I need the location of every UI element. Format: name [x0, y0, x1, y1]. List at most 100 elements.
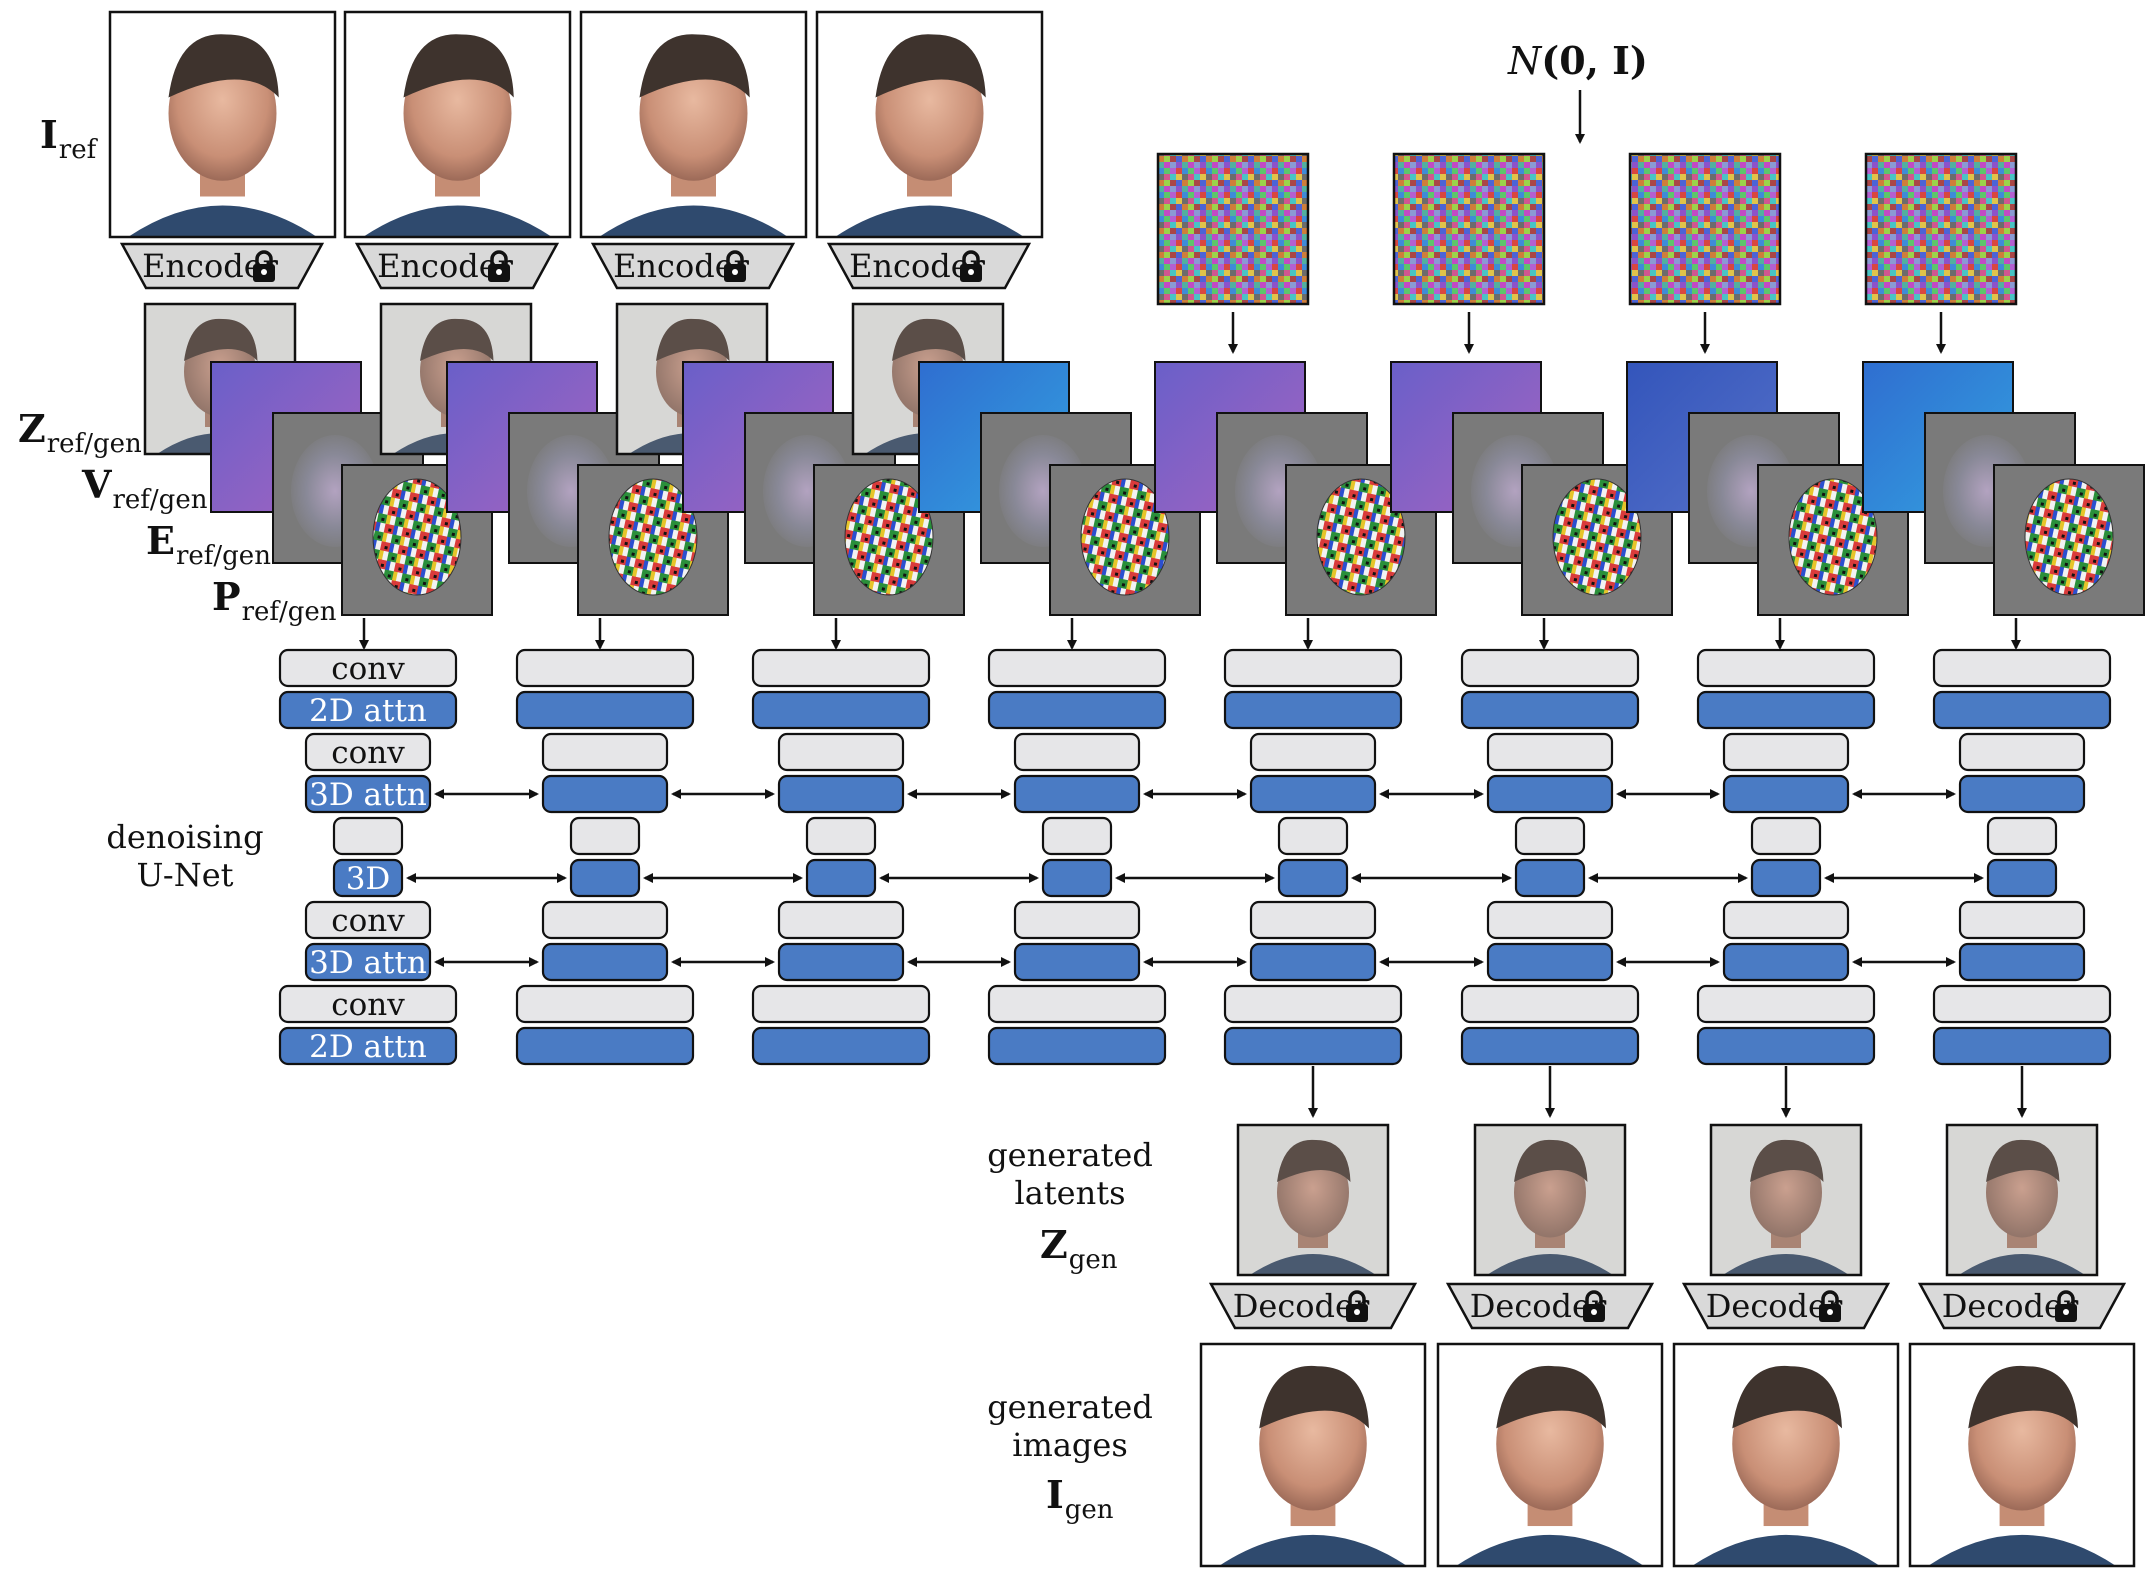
unet-conv-block-5 [1277, 816, 1349, 856]
reference-image-3 [579, 10, 808, 239]
shirt-shape [363, 205, 552, 237]
noise-latent-1 [1156, 152, 1310, 306]
shirt-shape [1927, 1534, 2117, 1566]
shirt-shape [1487, 1254, 1613, 1275]
unet-attn-block-6 [1277, 858, 1349, 898]
unet-attn-block-2 [751, 690, 931, 730]
hair-shape [1277, 1139, 1351, 1182]
unet-block-label-2: 2D attn [309, 693, 427, 729]
unet-conv-block-3 [1722, 732, 1850, 772]
checker-head-shape [608, 478, 698, 596]
photo-frame [815, 10, 1044, 239]
unet-attn-block-6 [1986, 858, 2058, 898]
reference-image-2 [343, 10, 572, 239]
unet-attn-block-10 [751, 1026, 931, 1066]
unet-conv-block-1 [751, 648, 931, 688]
unet-attn-block-10 [1696, 1026, 1876, 1066]
unet-conv-block-1 [987, 648, 1167, 688]
unet-block-label-1: conv [331, 651, 405, 687]
checker-head-shape [372, 478, 462, 596]
hair-shape [403, 34, 514, 98]
checker-head-shape [844, 478, 934, 596]
hair-shape [184, 318, 258, 361]
unet-attn-block-6 [1514, 858, 1586, 898]
photo-frame [1199, 1342, 1427, 1568]
unet-attn-block-4 [1013, 774, 1141, 814]
unet-attn-block-10 [1223, 1026, 1403, 1066]
unet-column-5 [1223, 648, 1403, 1066]
unet-conv-block-7 [1486, 900, 1614, 940]
unet-attn-block-4 [1958, 774, 2086, 814]
unet-conv-block-5 [1514, 816, 1586, 856]
photo-frame [1945, 1123, 2099, 1277]
photo-frame [1709, 1123, 1863, 1277]
unet-attn-block-10 [515, 1026, 695, 1066]
unet-attn-block-6 [569, 858, 641, 898]
unet-column-3 [751, 648, 931, 1066]
shirt-shape [1723, 1254, 1849, 1275]
hair-shape [1968, 1365, 2078, 1429]
photo-frame [1236, 1123, 1390, 1277]
unet-attn-block-4 [777, 774, 905, 814]
encoder-4: Encoder [826, 242, 1032, 290]
unet-conv-block-9 [751, 984, 931, 1024]
unet-conv-block-9 [515, 984, 695, 1024]
hair-shape [639, 34, 750, 98]
shirt-shape [1691, 1534, 1881, 1566]
unet-conv-block-5 [569, 816, 641, 856]
unet-attn-block-8 [304, 942, 432, 982]
unet-attn-block-4 [1722, 774, 1850, 814]
hair-shape [1259, 1365, 1369, 1429]
photo-frame [108, 10, 337, 239]
shirt-shape [1959, 1254, 2085, 1275]
unet-attn-block-4 [1486, 774, 1614, 814]
unet-conv-block-7 [1958, 900, 2086, 940]
decoder-1: Decoder [1208, 1282, 1418, 1330]
unet-conv-block-5 [1750, 816, 1822, 856]
unet-conv-block-7 [541, 900, 669, 940]
photo-frame [1672, 1342, 1900, 1568]
unet-attn-block-2 [1223, 690, 1403, 730]
generated-latent-4 [1945, 1123, 2099, 1277]
unet-attn-block-4 [1249, 774, 1377, 814]
unet-attn-block-6 [805, 858, 877, 898]
unet-attn-block-6 [1750, 858, 1822, 898]
unet-attn-block-4 [541, 774, 669, 814]
unet-conv-block-1 [1223, 648, 1403, 688]
checker-head-shape [2024, 478, 2114, 596]
unet-column-2 [515, 648, 695, 1066]
unet-block-label-10: 2D attn [309, 1029, 427, 1065]
photo-frame [343, 10, 572, 239]
generated-latent-3 [1709, 1123, 1863, 1277]
shirt-shape [835, 205, 1024, 237]
unet-attn-block-8 [1486, 942, 1614, 982]
unet-column-4 [987, 648, 1167, 1066]
shirt-shape [1218, 1534, 1408, 1566]
unet-conv-block-9 [1460, 984, 1640, 1024]
checker-head-shape [1316, 478, 1406, 596]
hair-shape [875, 34, 986, 98]
generated-latent-1 [1236, 1123, 1390, 1277]
hair-shape [1514, 1139, 1588, 1182]
unet-block-label-8: 3D attn [309, 945, 427, 981]
decoder-4: Decoder [1917, 1282, 2127, 1330]
hair-shape [168, 34, 279, 98]
unet-attn-block-10 [278, 1026, 458, 1066]
unet-attn-block-10 [1460, 1026, 1640, 1066]
unet-conv-block-5 [1986, 816, 2058, 856]
unet-attn-block-10 [987, 1026, 1167, 1066]
unet-attn-block-2 [1460, 690, 1640, 730]
unet-block-label-4: 3D attn [309, 777, 427, 813]
unet-column-8 [1932, 648, 2112, 1066]
unet-conv-block-1 [515, 648, 695, 688]
unet-conv-block-1 [278, 648, 458, 688]
unet-conv-block-3 [1486, 732, 1614, 772]
unet-attn-block-8 [541, 942, 669, 982]
unet-attn-block-8 [1249, 942, 1377, 982]
reference-image-4 [815, 10, 1044, 239]
unet-conv-block-9 [987, 984, 1167, 1024]
photo-frame [1908, 1342, 2136, 1568]
unet-column-6 [1460, 648, 1640, 1066]
